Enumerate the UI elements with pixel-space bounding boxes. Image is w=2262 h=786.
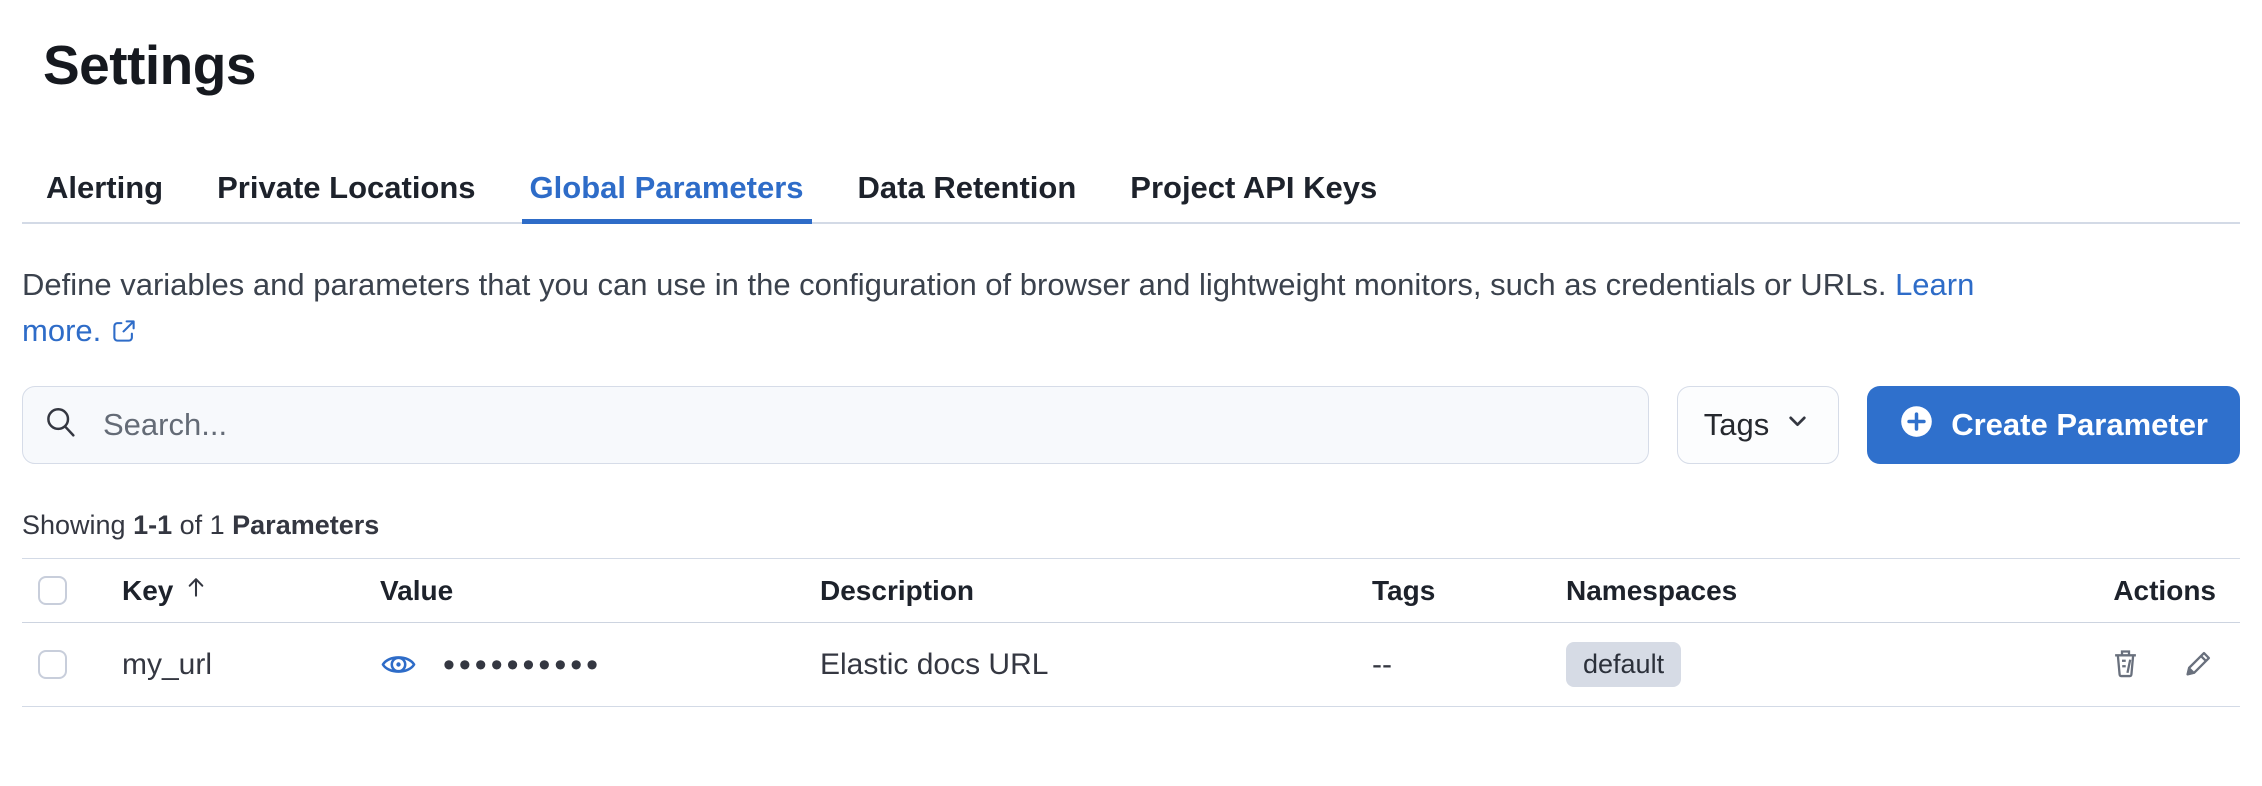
tab-bar: Alerting Private Locations Global Parame… bbox=[22, 170, 2240, 224]
plus-in-circle-icon bbox=[1899, 404, 1934, 447]
tab-data-retention[interactable]: Data Retention bbox=[857, 170, 1077, 205]
param-masked-value: •••••••••• bbox=[443, 645, 603, 684]
delete-parameter-button[interactable] bbox=[2108, 646, 2143, 684]
arrow-up-icon bbox=[183, 574, 209, 607]
page-title: Settings bbox=[43, 34, 256, 96]
create-parameter-label: Create Parameter bbox=[1951, 407, 2208, 442]
tags-filter-button[interactable]: Tags bbox=[1676, 386, 1840, 464]
result-entity: Parameters bbox=[232, 510, 380, 540]
search-input[interactable] bbox=[103, 407, 1628, 443]
table-header-row: Key Value Description Tags Namespaces Ac… bbox=[22, 558, 2240, 623]
eye-icon[interactable] bbox=[380, 646, 417, 683]
row-checkbox[interactable] bbox=[38, 650, 67, 679]
page-description: Define variables and parameters that you… bbox=[22, 262, 2240, 358]
tab-project-api-keys[interactable]: Project API Keys bbox=[1130, 170, 1378, 205]
result-range: 1-1 bbox=[133, 510, 173, 540]
param-tags: -- bbox=[1372, 647, 1392, 681]
tab-global-parameters[interactable]: Global Parameters bbox=[521, 170, 812, 224]
parameters-toolbar: Tags Create Parameter bbox=[22, 386, 2240, 464]
external-link-icon bbox=[110, 317, 138, 352]
tags-filter-label: Tags bbox=[1703, 407, 1770, 442]
result-count: Showing 1-1 of 1 Parameters bbox=[22, 510, 380, 540]
column-header-value: Value bbox=[380, 574, 454, 606]
tab-private-locations[interactable]: Private Locations bbox=[217, 170, 476, 205]
chevron-down-icon bbox=[1783, 407, 1812, 444]
search-box[interactable] bbox=[22, 386, 1649, 464]
pencil-icon bbox=[2181, 646, 2216, 684]
edit-parameter-button[interactable] bbox=[2181, 646, 2216, 684]
column-header-actions: Actions bbox=[2113, 574, 2216, 606]
namespace-badge: default bbox=[1566, 642, 1682, 687]
create-parameter-button[interactable]: Create Parameter bbox=[1867, 386, 2240, 464]
parameters-table: Key Value Description Tags Namespaces Ac… bbox=[22, 558, 2240, 707]
table-row: my_url •••••••••• Elastic docs URL -- de… bbox=[22, 623, 2240, 707]
column-header-tags: Tags bbox=[1372, 574, 1436, 606]
select-all-checkbox[interactable] bbox=[38, 576, 67, 605]
search-icon bbox=[43, 405, 79, 446]
column-header-description: Description bbox=[820, 574, 975, 606]
param-key: my_url bbox=[122, 647, 213, 681]
trash-icon bbox=[2108, 646, 2143, 684]
column-header-key[interactable]: Key bbox=[98, 574, 358, 607]
tab-alerting[interactable]: Alerting bbox=[46, 170, 164, 205]
settings-page: Settings Alerting Private Locations Glob… bbox=[0, 32, 2262, 786]
param-description: Elastic docs URL bbox=[820, 647, 1049, 681]
column-header-namespaces: Namespaces bbox=[1566, 574, 1738, 606]
description-text: Define variables and parameters that you… bbox=[22, 267, 1896, 302]
